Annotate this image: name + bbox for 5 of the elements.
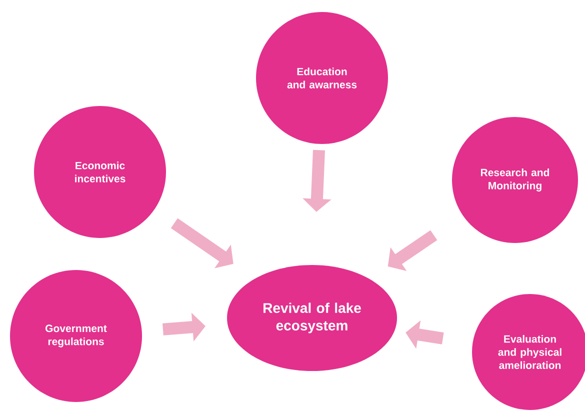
- circle-node: Research and Monitoring: [452, 117, 578, 243]
- circle-node: Education and awarness: [256, 12, 388, 144]
- ellipse-node: Revival of lake ecosystem: [227, 264, 397, 371]
- circle-node: Economic incentives: [34, 106, 166, 238]
- circle-node: Government regulations: [10, 270, 142, 402]
